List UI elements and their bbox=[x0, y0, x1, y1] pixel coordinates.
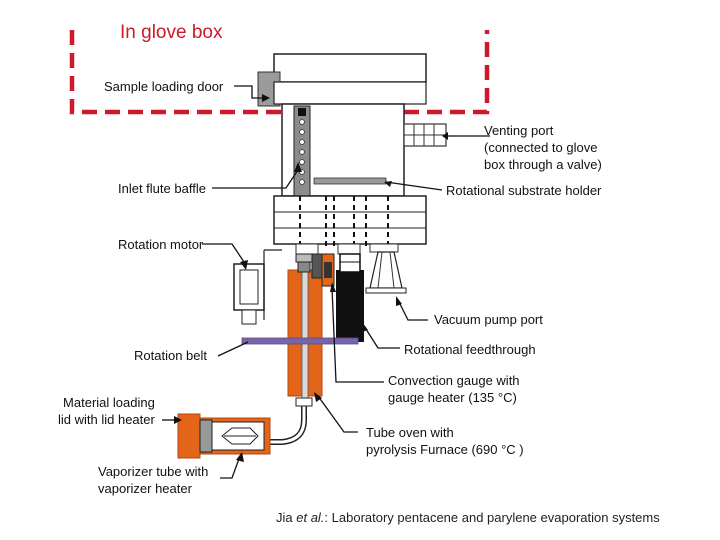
label-rotational-feedthrough: Rotational feedthrough bbox=[404, 342, 536, 357]
caption-text: : Laboratory pentacene and parylene evap… bbox=[324, 510, 660, 525]
label-tube-oven-line2: pyrolysis Furnace (690 °C ) bbox=[366, 442, 524, 457]
label-inlet-flute-baffle: Inlet flute baffle bbox=[118, 181, 206, 196]
caption-etal: et al. bbox=[296, 510, 325, 525]
label-material-loading-lid-line1: Material loading bbox=[63, 395, 155, 410]
label-material-loading-lid: Material loading lid with lid heater bbox=[58, 394, 155, 428]
glovebox-boundary bbox=[69, 30, 490, 115]
label-venting-port-line1: Venting port bbox=[484, 123, 554, 138]
label-tube-oven-line1: Tube oven with bbox=[366, 425, 454, 440]
label-sample-loading-door: Sample loading door bbox=[104, 79, 224, 94]
label-convection-gauge: Convection gauge with gauge heater (135 … bbox=[388, 372, 520, 406]
leader-arrowheads bbox=[174, 94, 448, 462]
label-venting-port: Venting port (connected to glove box thr… bbox=[484, 122, 602, 173]
base-flange bbox=[273, 195, 427, 245]
chamber-lid bbox=[273, 53, 427, 83]
label-venting-port-line3: box through a valve) bbox=[484, 157, 602, 172]
label-vaporizer-tube-line2: vaporizer heater bbox=[98, 481, 192, 496]
label-convection-gauge-line1: Convection gauge with bbox=[388, 373, 520, 388]
label-venting-port-line2: (connected to glove bbox=[484, 140, 598, 155]
figure-caption: Jia et al.: Laboratory pentacene and par… bbox=[276, 510, 660, 525]
label-material-loading-lid-line2: lid with lid heater bbox=[58, 412, 155, 427]
label-rotation-motor: Rotation motor bbox=[118, 237, 204, 252]
label-vacuum-pump-port: Vacuum pump port bbox=[434, 312, 543, 327]
baffle-holes bbox=[299, 119, 305, 185]
glovebox-label: In glove box bbox=[120, 22, 223, 43]
tube-fittings bbox=[295, 253, 323, 279]
leader-lines bbox=[162, 85, 490, 479]
substrate-holder-plate bbox=[313, 177, 387, 185]
material-loading-lid bbox=[177, 413, 201, 459]
label-vaporizer-tube: Vaporizer tube with vaporizer heater bbox=[98, 463, 208, 497]
rotational-feedthrough bbox=[336, 270, 364, 342]
label-rotational-substrate-holder: Rotational substrate holder bbox=[446, 183, 602, 198]
label-rotation-belt: Rotation belt bbox=[134, 348, 207, 363]
caption-authors: Jia bbox=[276, 510, 297, 525]
rotation-belt bbox=[241, 337, 359, 345]
label-tube-oven: Tube oven with pyrolysis Furnace (690 °C… bbox=[366, 424, 524, 458]
label-convection-gauge-line2: gauge heater (135 °C) bbox=[388, 390, 517, 405]
vacuum-pump-port bbox=[369, 251, 403, 289]
label-vaporizer-tube-line1: Vaporizer tube with bbox=[98, 464, 209, 479]
pyrolysis-tube bbox=[301, 255, 309, 403]
